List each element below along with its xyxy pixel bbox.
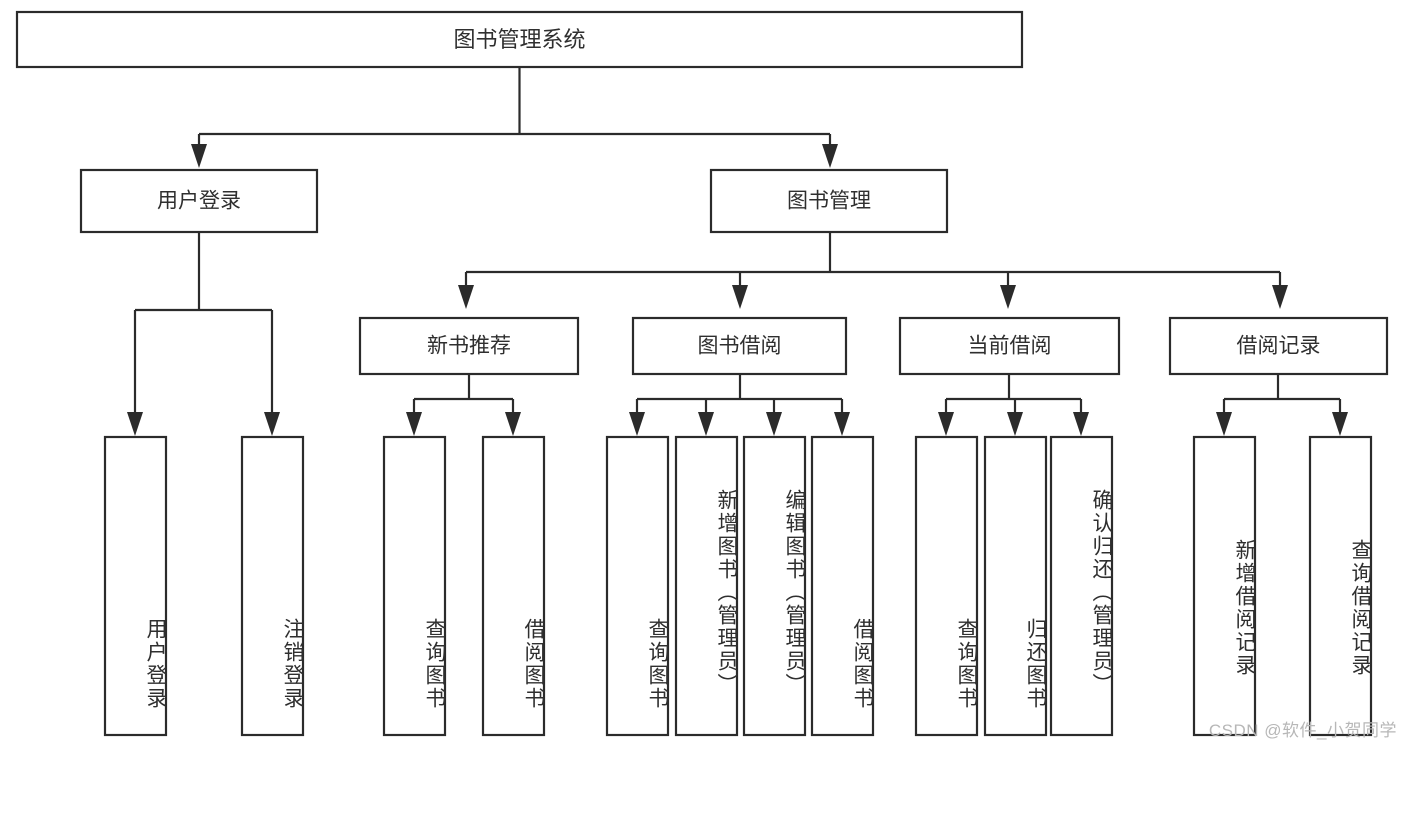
connector-group-root [191,67,838,168]
node-user-login[interactable]: 用户登录 [79,168,319,234]
arrow-book-borrow-leaf-4 [834,412,850,436]
node-new-book-recommend-box[interactable] [358,316,580,376]
arrow-current-borrow-leaf-1 [938,412,954,436]
arrow-user-login-leaf-1 [127,412,143,436]
node-root-system-label: 图书管理系统 [453,27,585,52]
node-current-borrow-box[interactable] [898,316,1121,376]
node-book-manage[interactable]: 图书管理 [709,168,949,234]
connector-group-new-book [406,374,521,436]
leaf-box-current-query[interactable] [914,435,979,737]
node-user-login-box[interactable] [79,168,319,234]
node-root-system[interactable]: 图书管理系统 [15,10,1024,69]
arrow-borrow-record-leaf-1 [1216,412,1232,436]
leaf-box-group [103,435,1373,737]
leaf-box-borrow-query[interactable] [605,435,670,737]
connector-group-book-borrow [629,374,850,436]
csdn-watermark: CSDN @软件_小贺同学 [1208,721,1397,740]
leaf-box-borrow-lend[interactable] [810,435,875,737]
connector-group-book-manage [458,232,1288,309]
arrow-new-book-leaf-1 [406,412,422,436]
node-borrow-record-box[interactable] [1168,316,1389,376]
node-book-borrow[interactable]: 图书借阅 [631,316,848,376]
arrow-new-book-leaf-2 [505,412,521,436]
node-book-manage-box[interactable] [709,168,949,234]
arrow-book-borrow-leaf-3 [766,412,782,436]
leaf-box-user-login[interactable] [103,435,168,737]
node-new-book-recommend-label: 新书推荐 [427,335,511,358]
arrow-user-login-leaf-2 [264,412,280,436]
node-borrow-record-label: 借阅记录 [1237,335,1321,358]
node-borrow-record[interactable]: 借阅记录 [1168,316,1389,376]
connector-group-user-login [127,232,280,436]
arrow-book-manage-to-borrow-record [1272,285,1288,309]
node-current-borrow-label: 当前借阅 [968,335,1052,358]
node-root-system-box[interactable] [15,10,1024,69]
arrow-book-manage-to-current-borrow [1000,285,1016,309]
node-new-book-recommend[interactable]: 新书推荐 [358,316,580,376]
connector-group-borrow-record [1216,374,1348,436]
arrow-book-borrow-leaf-1 [629,412,645,436]
leaf-box-record-query[interactable] [1308,435,1373,737]
arrow-book-borrow-leaf-2 [698,412,714,436]
leaf-box-borrow-add[interactable] [674,435,739,737]
arrow-current-borrow-leaf-2 [1007,412,1023,436]
leaf-box-borrow-edit[interactable] [742,435,807,737]
arrow-current-borrow-leaf-3 [1073,412,1089,436]
arrow-root-to-user-login [191,144,207,168]
node-user-login-label: 用户登录 [157,190,241,213]
leaf-box-newbook-query[interactable] [382,435,447,737]
node-book-borrow-box[interactable] [631,316,848,376]
arrow-book-manage-to-new-book [458,285,474,309]
node-current-borrow[interactable]: 当前借阅 [898,316,1121,376]
leaf-box-newbook-borrow[interactable] [481,435,546,737]
arrow-root-to-book-manage [822,144,838,168]
leaf-box-current-return[interactable] [983,435,1048,737]
system-structure-diagram: 图书管理系统 用户登录 图书管理 新书推荐 图书借阅 当前借阅 借阅记录 [15,10,1397,740]
arrow-book-manage-to-book-borrow [732,285,748,309]
leaf-box-record-add[interactable] [1192,435,1257,737]
arrow-borrow-record-leaf-2 [1332,412,1348,436]
diagram-canvas: 图书管理系统 用户登录 图书管理 新书推荐 图书借阅 当前借阅 借阅记录 [15,10,1389,737]
node-book-borrow-label: 图书借阅 [698,335,782,358]
leaf-box-current-confirm[interactable] [1049,435,1114,737]
leaf-box-logout[interactable] [240,435,305,737]
node-book-manage-label: 图书管理 [787,190,871,213]
connector-group-current-borrow [938,374,1089,436]
